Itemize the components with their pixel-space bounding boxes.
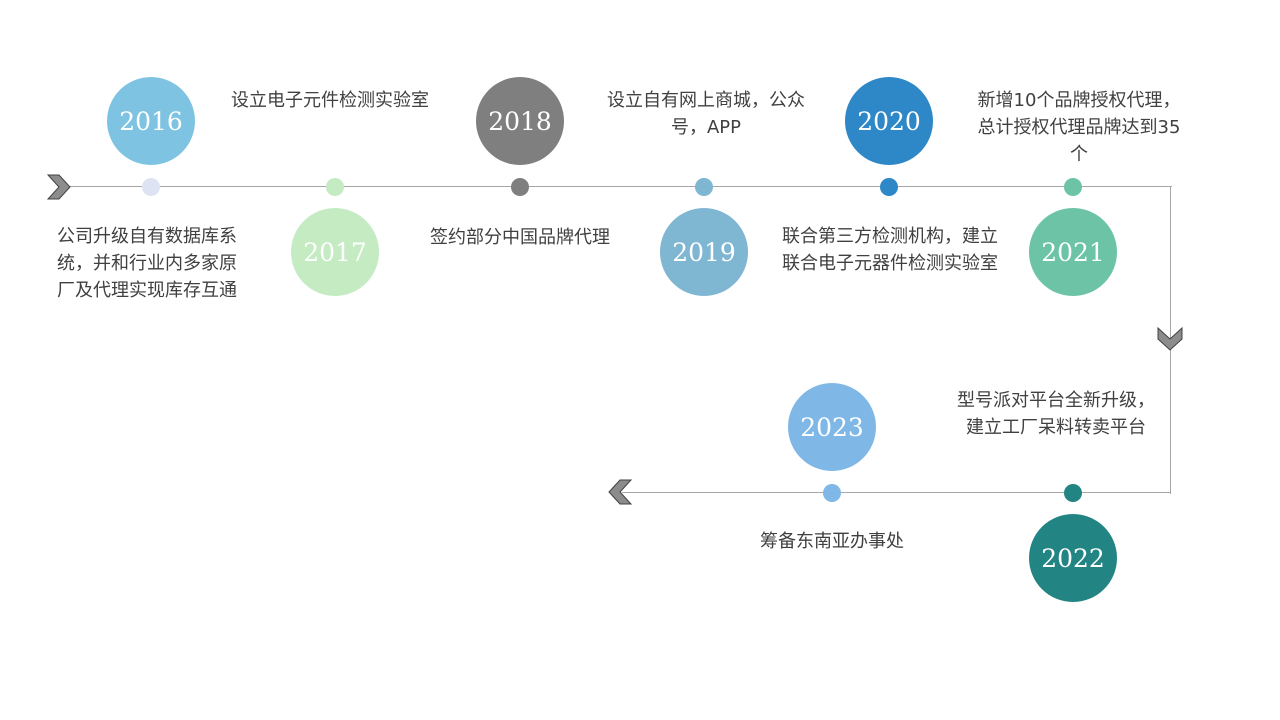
event-text-2016: 公司升级自有数据库系统，并和行业内多家原厂及代理实现库存互通 [57,226,237,301]
event-text-2018: 签约部分中国品牌代理 [430,227,610,248]
timeline-dot-2021 [1064,178,1082,196]
chevron-right-icon [47,174,71,200]
year-circle-2016: 2016 [107,77,195,165]
year-circle-2022: 2022 [1029,514,1117,602]
timeline-dot-2023 [823,484,841,502]
event-text-2020: 联合第三方检测机构，建立联合电子元器件检测实验室 [782,226,998,274]
event-text-2019: 设立自有网上商城，公众号，APP [607,90,805,138]
event-text-2017: 设立电子元件检测实验室 [231,90,429,111]
timeline-line-bottom [622,492,1171,493]
timeline-dot-2017 [326,178,344,196]
year-circle-2020: 2020 [845,77,933,165]
year-circle-2019: 2019 [660,208,748,296]
timeline-dot-2020 [880,178,898,196]
timeline-line-top [60,186,1172,187]
chevron-left-icon [608,479,632,505]
timeline-dot-2019 [695,178,713,196]
event-text-2023: 筹备东南亚办事处 [760,531,904,552]
year-circle-2018: 2018 [476,77,564,165]
year-circle-2023: 2023 [788,383,876,471]
year-circle-2021: 2021 [1029,208,1117,296]
event-text-2022: 型号派对平台全新升级，建立工厂呆料转卖平台 [957,390,1155,438]
timeline-dot-2016 [142,178,160,196]
event-text-2021: 新增10个品牌授权代理，总计授权代理品牌达到35个 [977,90,1181,165]
year-circle-2017: 2017 [291,208,379,296]
timeline-dot-2022 [1064,484,1082,502]
timeline-dot-2018 [511,178,529,196]
chevron-down-icon [1157,327,1183,351]
